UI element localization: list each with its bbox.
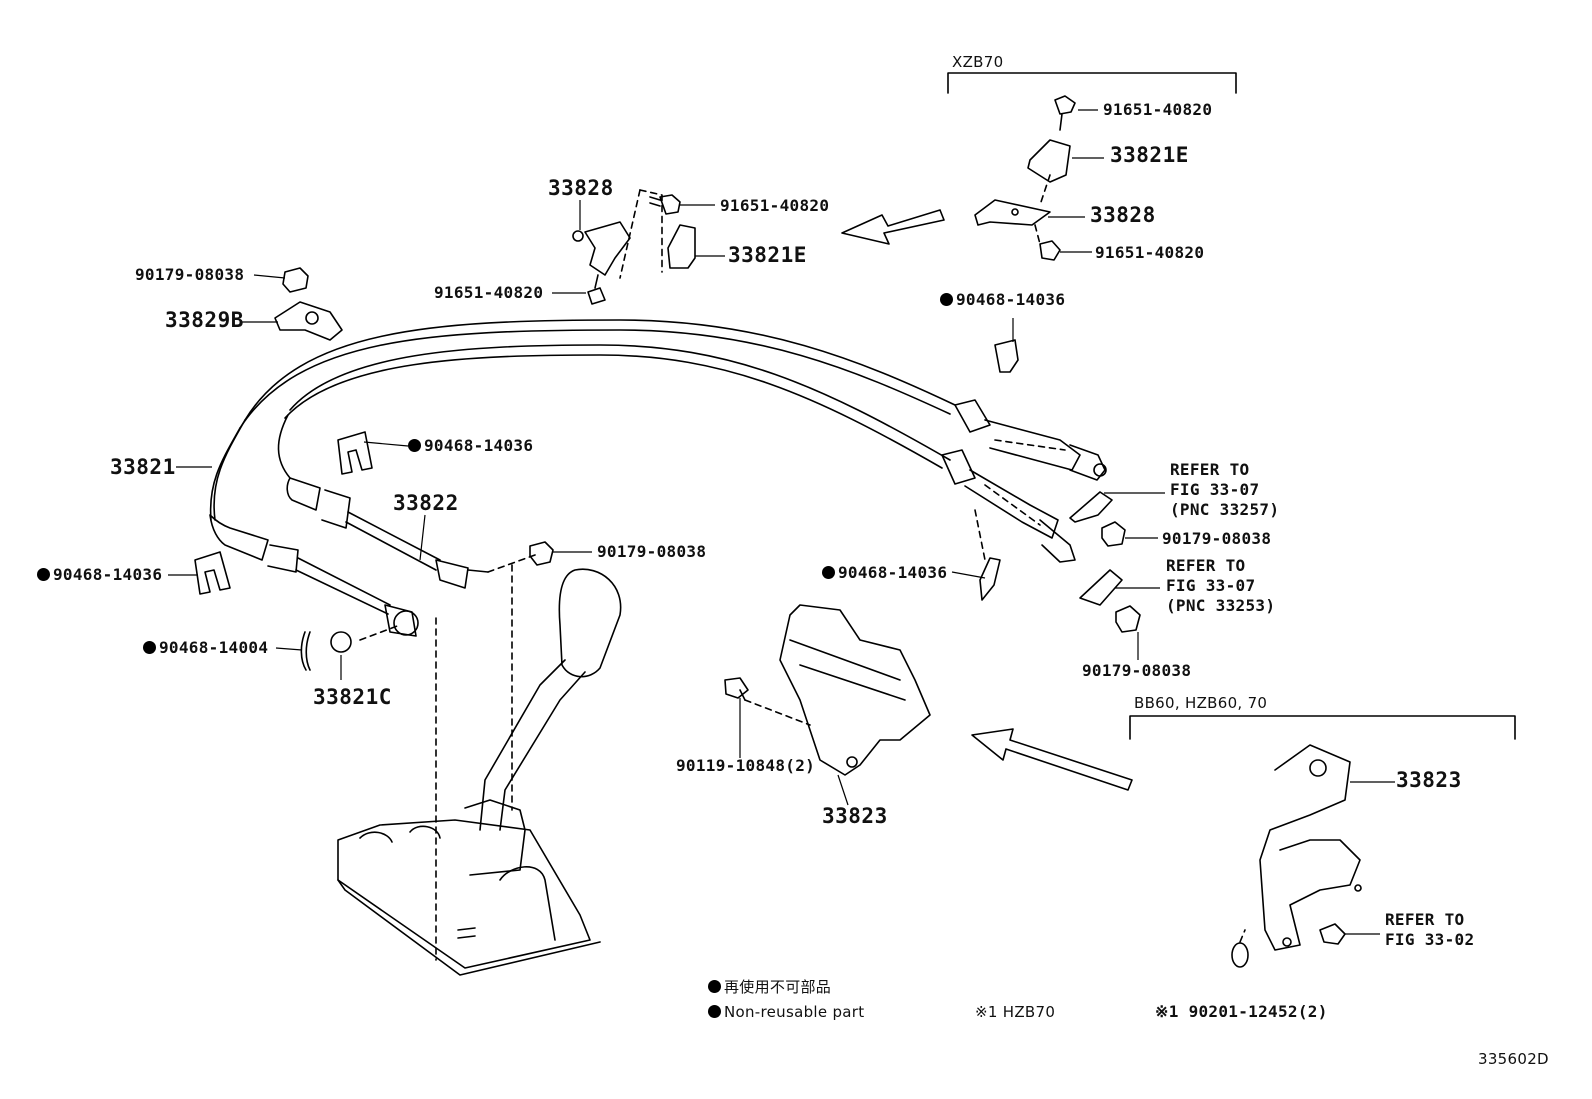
part-33828-left: 33828 — [548, 176, 614, 200]
legend-jp: 再使用不可部品 — [708, 977, 831, 997]
plate-33821E-right — [1027, 139, 1071, 183]
nut-r1 — [1101, 521, 1126, 547]
part-33821E-right: 33821E — [1110, 143, 1189, 167]
shift-lever — [337, 568, 622, 976]
nut-90179-top — [282, 267, 309, 293]
clip-right-top — [994, 339, 1019, 373]
part-90179-r2: 90179-08038 — [1082, 661, 1192, 680]
cable-33822 — [277, 344, 1076, 589]
nut-r2 — [1115, 605, 1141, 633]
part-91651-c: 91651-40820 — [1103, 100, 1213, 119]
bolt-90119 — [724, 677, 749, 701]
part-90468-center: 90468-14036 — [822, 563, 947, 583]
part-90179-top: 90179-08038 — [135, 265, 245, 284]
refer-fig-33-02[interactable]: REFER TO FIG 33-02 — [1385, 910, 1475, 949]
part-90468-left: 90468-14036 — [37, 565, 162, 585]
cable-33821 — [209, 319, 1107, 637]
part-33822: 33822 — [393, 491, 459, 515]
washer-33821C — [330, 631, 352, 653]
plate-33821E-left — [667, 224, 696, 269]
clip-left — [194, 551, 231, 595]
bolt-left-bottom — [587, 274, 606, 305]
bracket-33823-center — [779, 604, 931, 776]
part-91651-a: 91651-40820 — [720, 196, 830, 215]
clamp-33829B — [274, 301, 343, 341]
part-90179-mid: 90179-08038 — [597, 542, 707, 561]
part-90468-mid: 90468-14036 — [408, 436, 533, 456]
part-33821C: 33821C — [313, 685, 392, 709]
bb60-bracket — [1129, 715, 1516, 740]
part-91651-b: 91651-40820 — [434, 283, 544, 302]
arrow-left-top — [841, 209, 945, 245]
part-90468-right-top: 90468-14036 — [940, 290, 1065, 310]
nut-90179-mid — [529, 541, 554, 566]
refer-fig-33-07-a[interactable]: REFER TO FIG 33-07 (PNC 33257) — [1170, 460, 1280, 519]
part-90119: 90119-10848(2) — [676, 756, 816, 775]
bracket-33828-right — [974, 199, 1051, 226]
bolt-ref3 — [1319, 923, 1346, 945]
part-33829B: 33829B — [165, 308, 244, 332]
part-33821E-left: 33821E — [728, 243, 807, 267]
group-label-xzb70: XZB70 — [952, 53, 1004, 71]
bracket-33823-right — [1259, 744, 1361, 951]
part-33821: 33821 — [110, 455, 176, 479]
clip-mid — [337, 431, 373, 475]
bolt-right-top — [1054, 95, 1076, 131]
bolt-right-bottom — [1039, 240, 1061, 261]
part-33828-right: 33828 — [1090, 203, 1156, 227]
figure-code: 335602D — [1478, 1050, 1549, 1068]
xzb70-bracket — [947, 72, 1237, 94]
part-90468-14004: 90468-14004 — [143, 638, 268, 658]
bracket-33828-left — [584, 221, 631, 276]
washer-90201 — [1231, 942, 1249, 968]
bracket-ref1 — [1069, 491, 1113, 523]
arrow-left-bottom — [971, 728, 1133, 791]
part-90179-r1: 90179-08038 — [1162, 529, 1272, 548]
bracket-ref2 — [1079, 569, 1123, 606]
part-90201: ※1 90201-12452(2) — [1155, 1002, 1328, 1021]
part-33823-center: 33823 — [822, 804, 888, 828]
part-33823-right: 33823 — [1396, 768, 1462, 792]
legend-en: Non-reusable part — [708, 1002, 864, 1022]
refer-fig-33-07-b[interactable]: REFER TO FIG 33-07 (PNC 33253) — [1166, 556, 1276, 615]
group-label-bb60: BB60, HZB60, 70 — [1134, 694, 1268, 712]
legend-note: ※1 HZB70 — [975, 1003, 1056, 1021]
cotter-pin — [300, 631, 311, 671]
bolt-left-top — [649, 194, 681, 215]
part-91651-d: 91651-40820 — [1095, 243, 1205, 262]
clip-center — [979, 557, 1001, 601]
